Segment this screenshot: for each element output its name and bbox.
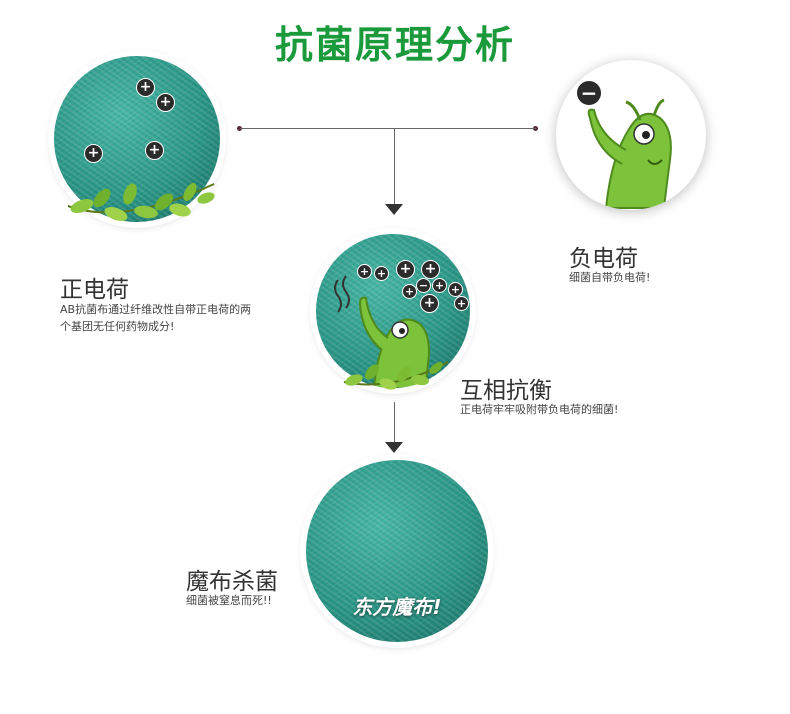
positive-description: AB抗菌布通过纤维改性自带正电荷的两个基团无任何药物成分! xyxy=(60,301,260,335)
kill-description: 细菌被窒息而死!! xyxy=(186,592,272,609)
bacteria-circle: − xyxy=(556,60,706,210)
plus-icon: + xyxy=(402,284,417,299)
balance-heading: 互相抗衡 xyxy=(460,371,552,405)
negative-description: 细菌自带负电荷! xyxy=(569,269,650,286)
plus-icon: + xyxy=(396,260,415,279)
plus-icon: + xyxy=(156,93,175,112)
connector-vertical-top xyxy=(394,128,395,204)
clean-fabric-circle: 东方魔布! xyxy=(306,460,488,642)
plus-icon: + xyxy=(421,260,440,279)
plus-icon: + xyxy=(420,294,439,313)
balance-description: 正电荷牢牢吸附带负电荷的细菌! xyxy=(460,401,618,418)
connector-vertical-bottom xyxy=(394,402,395,442)
plus-icon: + xyxy=(432,278,447,293)
plus-icon: + xyxy=(448,282,463,297)
plus-icon: + xyxy=(454,296,469,311)
leaf-vine-icon xyxy=(64,176,224,236)
plus-icon: + xyxy=(136,78,155,97)
plus-icon: + xyxy=(357,264,372,279)
arrow-down-icon xyxy=(385,442,403,453)
minus-icon: − xyxy=(576,80,602,106)
positive-heading: 正电荷 xyxy=(60,270,129,304)
plus-icon: + xyxy=(374,266,389,281)
connector-horizontal xyxy=(240,128,536,129)
leaf-vine-icon xyxy=(342,356,452,396)
minus-icon: − xyxy=(416,278,431,293)
plus-icon: + xyxy=(84,144,103,163)
brand-label: 东方魔布! xyxy=(306,591,488,620)
arrow-down-icon xyxy=(385,204,403,215)
negative-heading: 负电荷 xyxy=(569,239,638,273)
kill-heading: 魔布杀菌 xyxy=(186,562,278,596)
bacteria-icon xyxy=(556,60,706,210)
plus-icon: + xyxy=(145,141,164,160)
